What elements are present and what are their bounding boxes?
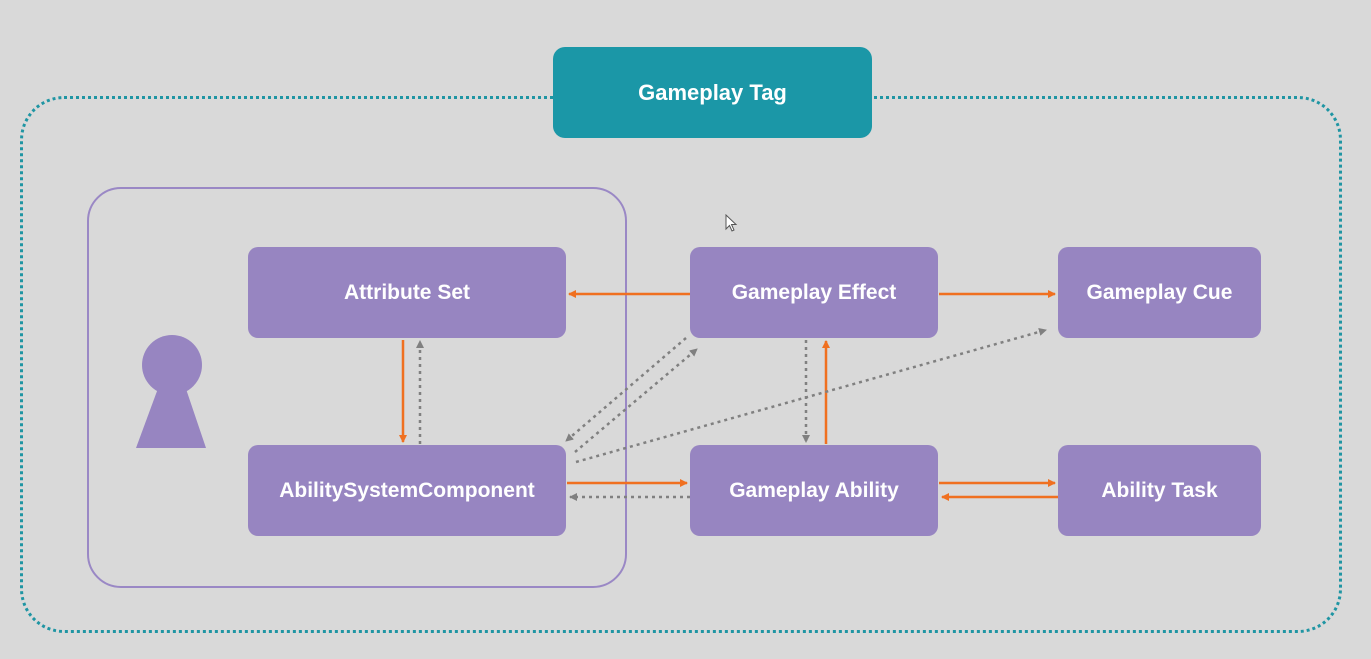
mouse-cursor-icon bbox=[725, 214, 738, 232]
attribute-set-label: Attribute Set bbox=[344, 280, 470, 304]
dotted-effect-to-asc bbox=[565, 337, 687, 442]
ability-task-label: Ability Task bbox=[1101, 478, 1218, 502]
gameplay-ability-node: Gameplay Ability bbox=[690, 445, 938, 536]
ability-task-node: Ability Task bbox=[1058, 445, 1261, 536]
gameplay-cue-node: Gameplay Cue bbox=[1058, 247, 1261, 338]
gameplay-effect-node: Gameplay Effect bbox=[690, 247, 938, 338]
ability-system-component-node: AbilitySystemComponent bbox=[248, 445, 566, 536]
gameplay-cue-label: Gameplay Cue bbox=[1086, 280, 1233, 304]
person-keyhole-icon bbox=[136, 335, 206, 448]
actor-frame bbox=[87, 187, 627, 588]
gameplay-effect-label: Gameplay Effect bbox=[731, 280, 897, 304]
attribute-set-node: Attribute Set bbox=[248, 247, 566, 338]
gameplay-ability-label: Gameplay Ability bbox=[729, 478, 899, 502]
dotted-asc-to-effect bbox=[574, 348, 698, 453]
dotted-asc-to-cue bbox=[575, 328, 1047, 464]
gameplay-tag-box: Gameplay Tag bbox=[553, 47, 872, 138]
ability-system-component-label: AbilitySystemComponent bbox=[279, 478, 535, 502]
gameplay-tag-label: Gameplay Tag bbox=[638, 79, 787, 105]
